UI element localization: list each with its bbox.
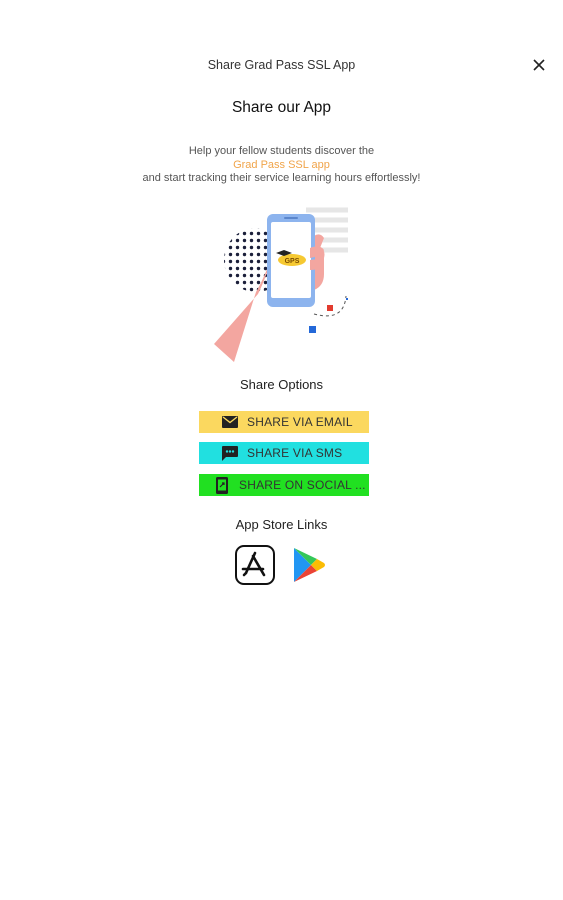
sms-icon: [221, 444, 239, 462]
share-via-sms-button[interactable]: SHARE VIA SMS: [199, 442, 369, 464]
google-play-icon[interactable]: [293, 547, 325, 583]
svg-text:GPS: GPS: [285, 258, 300, 265]
share-via-email-button[interactable]: SHARE VIA EMAIL: [199, 411, 369, 433]
share-via-sms-label: SHARE VIA SMS: [247, 446, 343, 460]
share-on-social-label: SHARE ON SOCIAL ...: [239, 478, 366, 492]
close-button[interactable]: [528, 54, 550, 76]
description-line-3: and start tracking their service learnin…: [142, 172, 421, 184]
share-on-social-button[interactable]: SHARE ON SOCIAL ...: [199, 474, 369, 496]
hand-holding-phone-illustration: GPS: [214, 207, 348, 362]
app-store-icon[interactable]: [235, 545, 275, 585]
mail-icon: [221, 413, 239, 431]
app-description: Help your fellow students discover the G…: [100, 145, 463, 186]
share-via-email-label: SHARE VIA EMAIL: [247, 415, 353, 429]
app-store-links-title: App Store Links: [235, 517, 328, 532]
page-heading: Share our App: [231, 99, 332, 116]
app-link[interactable]: Grad Pass SSL app: [233, 158, 330, 171]
description-line-1: Help your fellow students discover the: [188, 145, 375, 157]
header-title: Share Grad Pass SSL App: [207, 58, 356, 72]
share-options-title: Share Options: [239, 377, 324, 392]
close-icon[interactable]: [533, 59, 545, 71]
mobile-share-icon: [213, 476, 231, 494]
